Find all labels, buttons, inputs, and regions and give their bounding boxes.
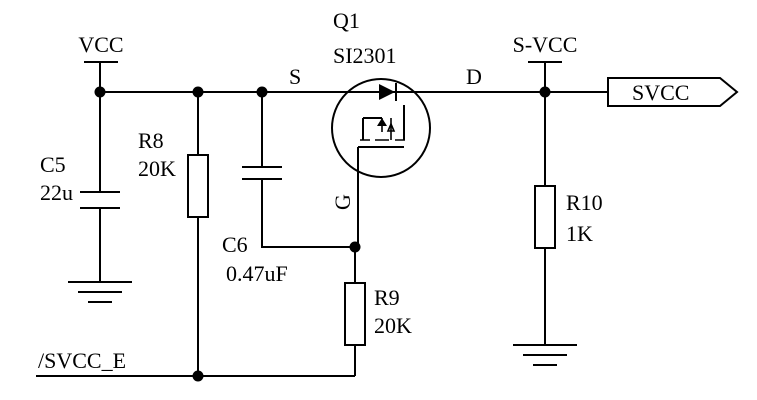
c5-ref-label: C5 bbox=[40, 152, 66, 177]
q1-ref-label: Q1 bbox=[333, 8, 360, 33]
r10-ref-label: R10 bbox=[566, 190, 603, 215]
junction-dot bbox=[349, 241, 361, 253]
resistor-r8 bbox=[187, 92, 209, 376]
capacitor-c5 bbox=[80, 92, 120, 282]
resistor-r10 bbox=[534, 92, 556, 345]
svcc-port-label: SVCC bbox=[632, 80, 689, 105]
junction-dot bbox=[539, 86, 551, 98]
junction-dot bbox=[256, 86, 268, 98]
r9-ref-label: R9 bbox=[374, 285, 400, 310]
vcc-label: VCC bbox=[78, 32, 123, 57]
r9-value-label: 20K bbox=[374, 313, 412, 338]
drain-pin-label: D bbox=[466, 64, 482, 89]
r8-value-label: 20K bbox=[138, 156, 176, 181]
c6-value-label: 0.47uF bbox=[226, 261, 288, 286]
c6-ref-label: C6 bbox=[222, 232, 248, 257]
svcc-output-port bbox=[607, 77, 739, 107]
capacitor-c6 bbox=[242, 92, 355, 248]
source-pin-label: S bbox=[289, 64, 301, 89]
junction-dot bbox=[192, 86, 204, 98]
svcc-e-net-label: /SVCC_E bbox=[38, 348, 126, 373]
gate-pin-label: G bbox=[330, 194, 355, 210]
c5-value-label: 22u bbox=[40, 180, 73, 205]
r10-value-label: 1K bbox=[566, 221, 593, 246]
q1-part-label: SI2301 bbox=[333, 43, 397, 68]
ground-symbol-c5 bbox=[68, 281, 132, 303]
ground-symbol-r10 bbox=[513, 344, 577, 366]
s-vcc-label: S-VCC bbox=[513, 32, 578, 57]
r8-ref-label: R8 bbox=[138, 128, 164, 153]
junction-dot bbox=[94, 86, 106, 98]
junction-dot bbox=[192, 370, 204, 382]
resistor-r9 bbox=[344, 247, 366, 376]
mosfet-q1 bbox=[331, 78, 431, 247]
